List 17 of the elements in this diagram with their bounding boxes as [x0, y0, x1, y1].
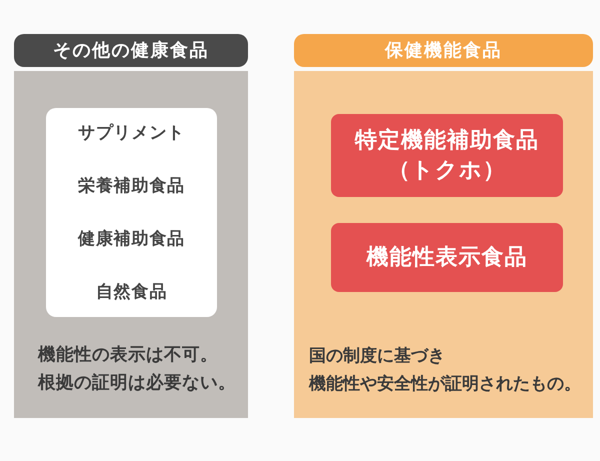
header-title: その他の健康食品: [53, 38, 209, 62]
category-box: [331, 223, 563, 292]
category-panel: [14, 71, 248, 418]
description-text: 国の制度に基づき機能性や安全性が証明されたもの。: [309, 344, 581, 395]
category-label: 特定機能補助食品（トクホ）: [355, 126, 539, 184]
list-item: 健康補助食品: [78, 228, 185, 251]
description-text: 機能性の表示は不可。根拠の証明は必要ない。: [38, 344, 236, 395]
category-panel: [294, 71, 593, 418]
header-bar: [294, 34, 593, 67]
header-title: 保健機能食品: [385, 38, 502, 62]
header-bar: [14, 34, 248, 67]
category-label: 機能性表示食品: [366, 244, 528, 272]
list-item: 自然食品: [96, 281, 168, 304]
item-list-card: [46, 108, 217, 317]
list-item: 栄養補助食品: [78, 175, 185, 198]
list-item: サプリメント: [78, 122, 185, 145]
category-box: [331, 114, 563, 197]
